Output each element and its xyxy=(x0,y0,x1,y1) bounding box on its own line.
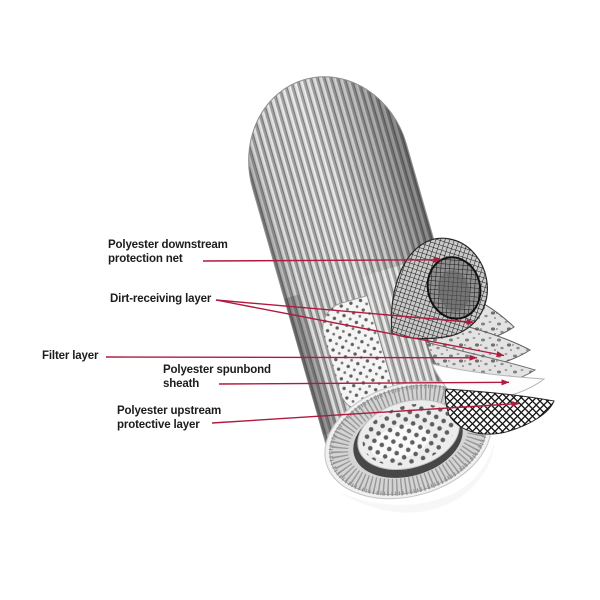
label-filter-layer: Filter layer xyxy=(42,350,99,362)
label-dirt-receiving: Dirt-receiving layer xyxy=(110,293,212,305)
leader-dirt-receiving-1 xyxy=(215,299,475,325)
leader-filter-layer xyxy=(105,354,478,361)
leader-downstream-net xyxy=(202,256,442,263)
leader-lines xyxy=(105,256,520,424)
label-spunbond-sheath: Polyester spunbond sheath xyxy=(163,364,271,390)
label-upstream-protective: Polyester upstream protective layer xyxy=(117,405,222,431)
leader-upstream-protective xyxy=(211,400,520,424)
peeled-layers xyxy=(390,237,555,435)
upstream-protective-mesh xyxy=(444,388,555,435)
pleated-filter-body xyxy=(248,76,494,513)
label-downstream-net: Polyester downstream protection net xyxy=(108,239,228,265)
cut-pleat-sliver xyxy=(284,294,338,436)
sheath-wrap-band xyxy=(337,442,494,513)
leader-dirt-receiving-2 xyxy=(215,299,505,358)
downstream-net-curl xyxy=(390,237,488,340)
leader-spunbond-sheath xyxy=(218,379,510,386)
